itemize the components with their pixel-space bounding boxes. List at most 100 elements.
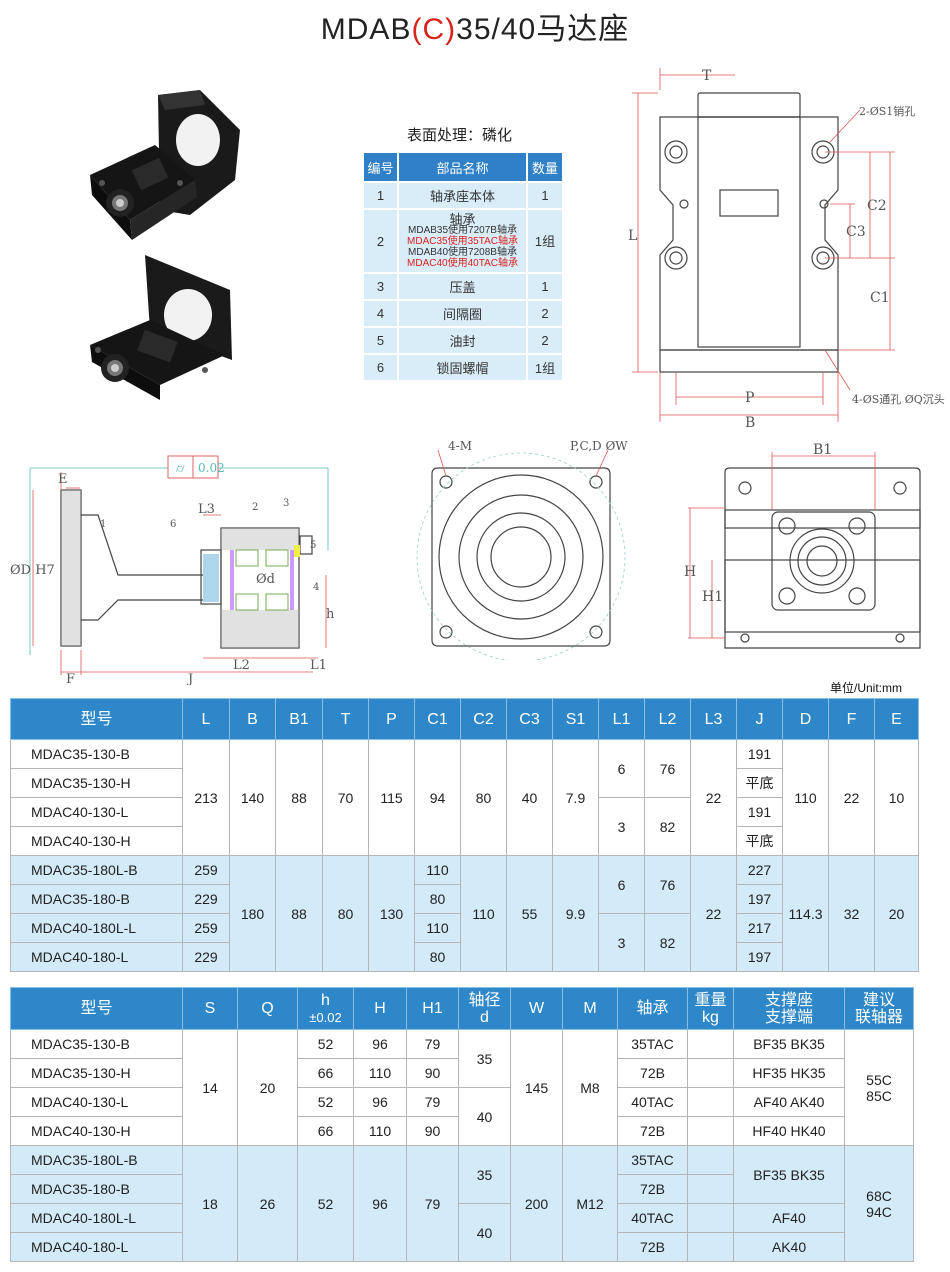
t2-cell: 40TAC [617,1087,688,1117]
t2-cell: 52 [297,1029,354,1059]
drawing-flange-view: 4-M P,C,D ØW [416,440,628,660]
t2-cell: 96 [353,1029,407,1059]
dim-T: T [702,68,712,84]
t2-cell-weight [687,1029,734,1059]
t1-header: L3 [690,698,737,740]
t2-cell: 66 [297,1058,354,1088]
t2-cell: 96 [353,1145,407,1262]
t2-cell: 90 [406,1058,459,1088]
dim-H: H [684,564,696,580]
parts-cell-bearing: 轴承 MDAB35使用7207B轴承 MDAC35使用35TAC轴承 MDAB4… [397,208,528,274]
title-paren-close: ) [445,13,457,46]
t2-cell: 110 [353,1058,407,1088]
t1-cell: 6 [598,855,645,914]
t1-cell: 115 [368,739,415,856]
dim-P: P [745,390,754,406]
t2-cell: 72B [617,1232,688,1262]
dim-L: L [628,228,637,244]
parts-cell: 1 [362,181,399,210]
t2-cell: 52 [297,1145,354,1262]
t2-cell-weight [687,1174,734,1204]
t1-header: P [368,698,415,740]
t2-cell: AK40 [733,1232,845,1262]
t1-cell: 22 [690,855,737,972]
t2-cell: 66 [297,1116,354,1146]
t1-model: MDAC35-130-B [10,739,183,769]
t1-header: C2 [460,698,507,740]
t2-model: MDAC35-130-H [10,1058,183,1088]
parts-cell: 3 [362,272,399,301]
t1-header: F [828,698,875,740]
dim-L1: L1 [310,658,327,673]
t1-cell: 197 [736,942,783,972]
callout-6: 6 [170,519,176,530]
t2-cell: 145 [510,1029,563,1146]
t2-cell: 35TAC [617,1029,688,1059]
t1-cell: 22 [690,739,737,856]
t2-header: 支撑座支撑端 [733,987,845,1030]
t2-cell: 96 [353,1087,407,1117]
t1-cell: 130 [368,855,415,972]
drawing-front-view: T L C2 C3 C1 P B 2-ØS1销孔 4-ØS通孔 ØQ沉头 [628,68,945,431]
t2-header-kg: kg [702,1008,719,1026]
t2-header: Q [237,987,298,1030]
dim-B: B [745,415,755,431]
t2-cell: 26 [237,1145,298,1262]
dim-F: F [66,672,75,685]
t2-model: MDAC35-180-B [10,1174,183,1204]
t2-header: H1 [406,987,459,1030]
dim-E: E [58,472,68,487]
t2-cell: 79 [406,1087,459,1117]
t2-cell-weight [687,1087,734,1117]
t1-header: L [182,698,230,740]
t1-cell: 32 [828,855,875,972]
dim-h: h [326,607,335,622]
t1-cell: 213 [182,739,230,856]
title-red-letter: C [422,13,446,46]
t2-cell: 35TAC [617,1145,688,1175]
coupling-value: 85C [866,1087,892,1104]
coupling-value: 55C [866,1071,892,1088]
t1-cell: 191 [736,797,783,827]
parts-cell: 6 [362,353,399,382]
t2-cell: 72B [617,1058,688,1088]
t2-header-d: d [480,1008,489,1026]
t2-cell: BF35 BK35 [733,1145,845,1204]
dim-C3: C3 [846,224,866,240]
t2-model: MDAC40-130-H [10,1116,183,1146]
t2-cell-weight [687,1232,734,1262]
t1-header: B [229,698,276,740]
t2-cell-weight [687,1145,734,1175]
dim-B1: B1 [813,442,832,458]
t1-cell: 88 [275,739,323,856]
dim-C2: C2 [867,198,887,214]
t2-cell: HF40 HK40 [733,1116,845,1146]
t1-cell: 110 [782,739,829,856]
t2-header: 轴承 [617,987,688,1030]
t1-header: E [874,698,919,740]
t2-cell: 35 [458,1029,511,1088]
t2-header: 型号 [10,987,183,1030]
t2-cell: BF35 BK35 [733,1029,845,1059]
t1-model: MDAC40-130-H [10,826,183,856]
t1-header: J [736,698,783,740]
drawing-section-view: ⌭ 0.02 E ØD H7 F J L2 L1 L3 h Ød [10,455,335,685]
parts-header-qty: 数量 [526,151,564,183]
coupling-value: 68C [866,1187,892,1204]
t1-cell: 3 [598,913,645,972]
t2-header-weight: 重量 [694,991,727,1009]
t1-cell: 94 [414,739,461,856]
t2-header-shaft: 轴径 [468,991,501,1009]
surface-treatment: 表面处理：磷化 [407,127,513,144]
t2-header-suggest: 建议 [862,991,895,1009]
t2-cell: 40TAC [617,1203,688,1233]
t1-header: C1 [414,698,461,740]
callout-1: 1 [100,519,106,530]
t1-cell: 180 [229,855,276,972]
t1-cell: 80 [322,855,369,972]
t2-header-coupling: 联轴器 [854,1008,903,1026]
t1-cell: 191 [736,739,783,769]
through-hole-note: 4-ØS通孔 ØQ沉头 [852,393,945,406]
